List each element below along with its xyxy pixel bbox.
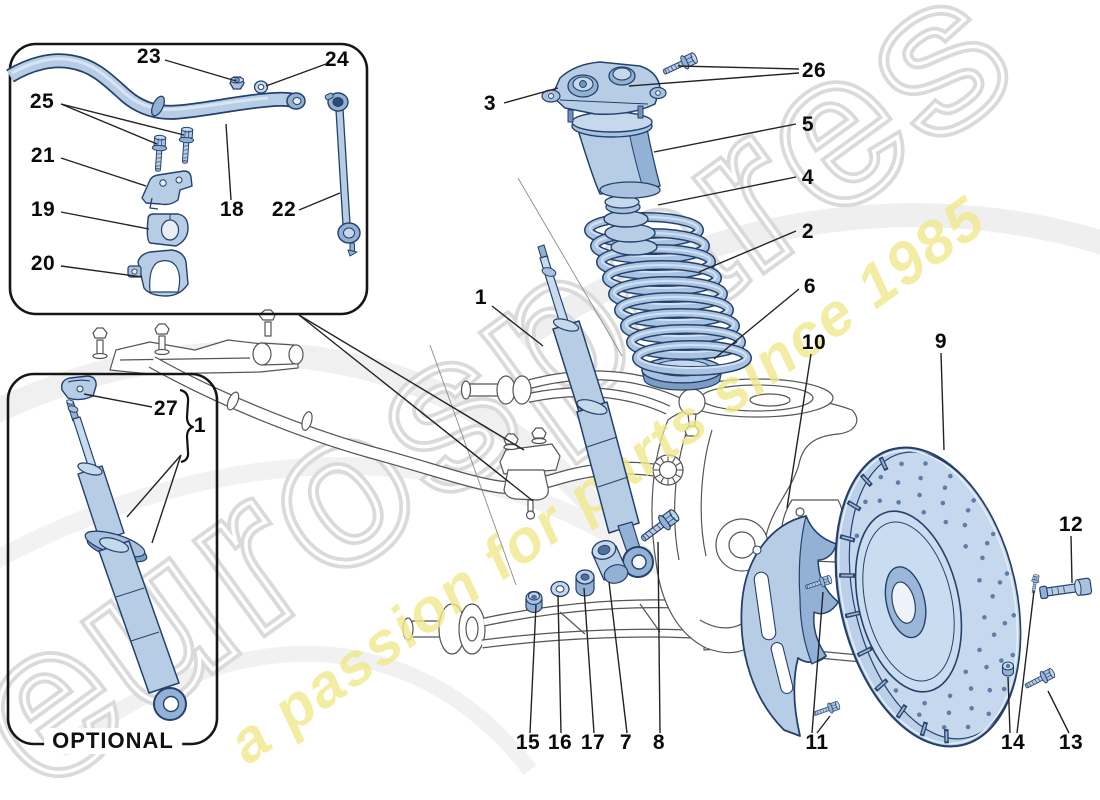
optional-shock-absorber xyxy=(60,375,195,721)
part-label-13: 13 xyxy=(1058,731,1084,754)
construction-lines xyxy=(429,177,623,586)
part-label-8: 8 xyxy=(652,731,666,754)
arm-washer-part16 xyxy=(550,580,570,598)
shield-screw-part11b xyxy=(811,699,842,720)
clamp-bolt-part25b xyxy=(177,126,195,165)
part-label-5: 5 xyxy=(801,113,815,136)
group-brace xyxy=(179,388,195,464)
part-label-11: 11 xyxy=(805,731,829,754)
part-label-24: 24 xyxy=(324,48,350,71)
shock-bushing-part7 xyxy=(591,540,629,584)
clamp-bolt-part25a xyxy=(150,134,168,173)
part-label-26: 26 xyxy=(801,59,827,82)
part-label-15: 15 xyxy=(515,731,541,754)
part-label-1-inset: 1 xyxy=(193,414,207,437)
part-label-9: 9 xyxy=(934,330,948,353)
bar-clamp-installed xyxy=(499,427,561,520)
nut-part23 xyxy=(229,76,245,90)
part-label-20: 20 xyxy=(30,252,56,275)
top-mount-part3 xyxy=(541,61,667,123)
part-label-2: 2 xyxy=(801,220,815,243)
coil-spring-part2 xyxy=(584,212,752,376)
bar-end-bushing xyxy=(652,454,684,486)
part-label-3: 3 xyxy=(483,92,497,115)
part-label-27: 27 xyxy=(153,397,179,420)
drop-link-part22 xyxy=(324,92,361,257)
antiroll-bar-inset-box xyxy=(8,42,369,316)
anti-roll-bar-installed xyxy=(148,356,655,494)
bar-clamp-part20 xyxy=(127,249,189,297)
part-label-4: 4 xyxy=(801,166,815,189)
optional-box-label: OPTIONAL xyxy=(44,728,182,754)
subframe-bracket xyxy=(92,309,304,375)
anti-roll-bar-inset xyxy=(6,53,361,297)
part-label-18: 18 xyxy=(219,198,245,221)
part-label-21: 21 xyxy=(30,144,56,167)
part-label-23: 23 xyxy=(136,45,162,68)
part-label-25: 25 xyxy=(29,90,55,113)
disc-nut-part14a xyxy=(1001,661,1015,677)
part-label-7: 7 xyxy=(619,731,633,754)
arm-bushing-part17 xyxy=(575,569,595,597)
disc-pin-part14b xyxy=(1029,573,1041,595)
part-label-12: 12 xyxy=(1058,513,1084,536)
part-label-17: 17 xyxy=(580,731,606,754)
part-label-1-main: 1 xyxy=(474,286,488,309)
disc-bolt-part13 xyxy=(1022,666,1057,693)
abs-sensor-part12 xyxy=(1039,577,1093,600)
shock-absorber-part1 xyxy=(537,244,654,578)
washer-part24 xyxy=(253,80,269,94)
bump-stop-part4 xyxy=(603,195,658,256)
white-outline-parts xyxy=(92,309,928,672)
brake-disc-part9 xyxy=(834,446,1022,748)
bar-bushing-part19 xyxy=(146,213,189,247)
part-label-6: 6 xyxy=(803,275,817,298)
bracket-part21 xyxy=(141,170,193,210)
mount-bolt-part26 xyxy=(660,50,700,80)
part-label-14: 14 xyxy=(1000,731,1026,754)
spring-boot-part5 xyxy=(571,111,661,199)
leader-lines xyxy=(60,59,1073,734)
retaining-clip-part27 xyxy=(60,375,97,401)
part-label-10: 10 xyxy=(801,331,827,354)
part-label-16: 16 xyxy=(547,731,573,754)
dust-shield-part10 xyxy=(740,515,839,737)
part-label-19: 19 xyxy=(30,198,56,221)
blue-parts xyxy=(6,50,1093,748)
part-label-22: 22 xyxy=(271,198,297,221)
arm-nut-part15 xyxy=(525,590,543,614)
